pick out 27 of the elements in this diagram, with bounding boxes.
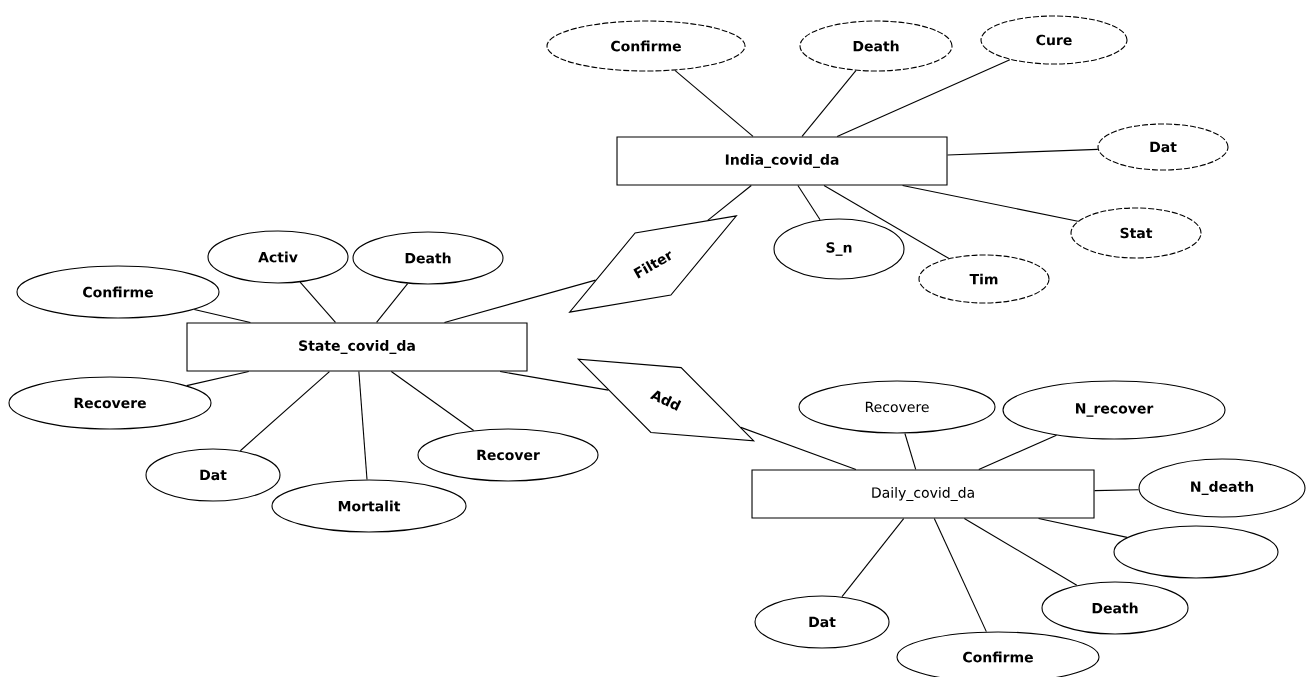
entity-box: India_covid_da <box>616 136 948 186</box>
connector-line <box>1038 518 1128 538</box>
connector-line <box>978 434 1057 470</box>
connector-line <box>836 59 1011 137</box>
attribute-ellipse <box>1113 525 1279 579</box>
connector-line <box>376 283 409 323</box>
connector-line <box>823 185 950 259</box>
connector-line <box>1094 489 1140 492</box>
entity-box: State_covid_da <box>186 322 528 372</box>
connector-line <box>299 281 337 323</box>
connector-line <box>707 185 752 221</box>
connector-line <box>674 69 754 137</box>
entity-box: Daily_covid_da <box>751 469 1095 519</box>
connector-line <box>740 426 857 470</box>
connector-line <box>358 371 368 480</box>
connector-line <box>841 518 905 598</box>
connector-line <box>390 371 475 431</box>
connector-line <box>499 371 609 391</box>
connector-line <box>902 185 1079 222</box>
connector-line <box>947 148 1099 156</box>
connector-line <box>904 432 917 470</box>
connector-line <box>933 518 987 633</box>
connector-line <box>443 279 597 323</box>
connector-line <box>797 185 821 221</box>
connector-line <box>963 518 1078 586</box>
connector-line <box>801 70 857 137</box>
connector-line <box>239 371 330 452</box>
